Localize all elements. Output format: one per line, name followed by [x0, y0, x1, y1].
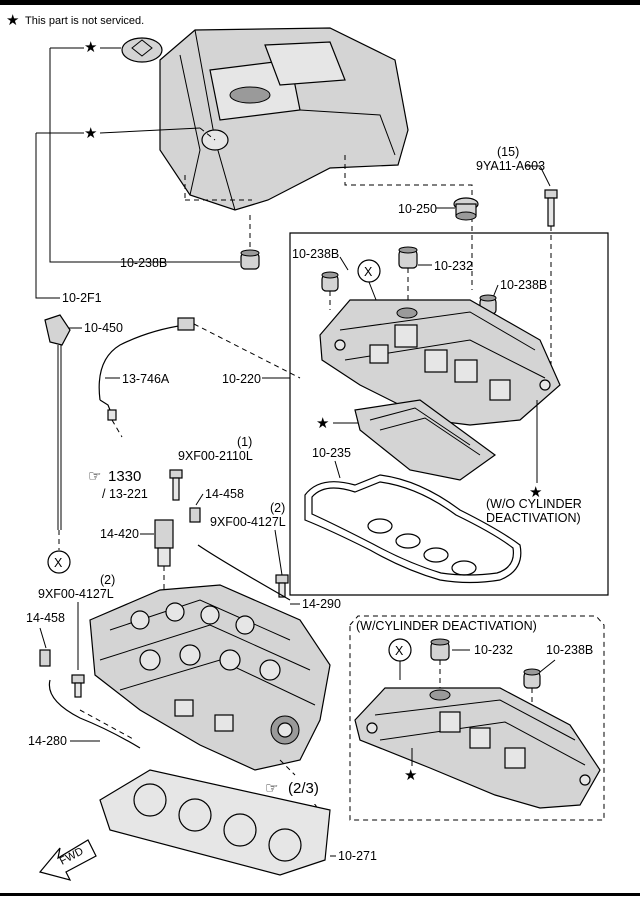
wcd-grommet-right	[523, 668, 541, 689]
label-10-235: 10-235	[312, 446, 351, 460]
pcv-hose	[98, 317, 195, 421]
cylinder-head-gasket	[99, 769, 331, 876]
separator-star-icon: ★	[316, 415, 329, 432]
x-marker-top-label: X	[364, 265, 373, 279]
label-1: (1)	[237, 435, 252, 449]
ref-hand-icon: ☞	[88, 468, 101, 485]
label-1330: 1330	[108, 468, 141, 485]
label-2-left: (2)	[100, 573, 115, 587]
with-deactivation-frame	[349, 615, 605, 821]
oil-separator-plate	[354, 399, 497, 481]
label-10-238b-bot: 10-238B	[546, 643, 593, 657]
oring-top	[189, 507, 201, 523]
solenoid-bolt	[169, 469, 183, 501]
oring-left	[39, 649, 51, 667]
wcd-grommet-center	[430, 638, 450, 661]
bottom-rule	[0, 893, 640, 896]
ref-hand-icon-2: ☞	[265, 780, 278, 797]
label-13-221: / 13-221	[102, 487, 148, 501]
top-rule	[0, 0, 640, 5]
label-10-250: 10-250	[398, 202, 437, 216]
cylinder-head-cover-w	[354, 687, 601, 809]
cover-bolt	[544, 189, 558, 227]
x-marker-dipstick-label: X	[54, 556, 63, 570]
label-10-238b-cover: 10-238B	[120, 256, 167, 270]
label-10-220: 10-220	[222, 372, 261, 386]
head-cover-grommet-left	[321, 271, 339, 292]
fwd-arrow-icon	[38, 839, 97, 881]
oil-dipstick	[44, 314, 71, 530]
cover-cap-top	[121, 37, 163, 63]
x-marker-bottom-label: X	[395, 644, 404, 658]
oil-control-solenoid	[154, 519, 174, 567]
legend-star-icon: ★	[6, 12, 19, 29]
wcd-star-icon: ★	[404, 767, 417, 784]
head-cover-grommet-right	[479, 294, 497, 315]
engine-cover	[159, 27, 409, 211]
label-13-746a: 13-746A	[122, 372, 170, 386]
label-10-271: 10-271	[338, 849, 377, 863]
label-14-458-left: 14-458	[26, 611, 65, 625]
label-10-232-bot: 10-232	[474, 643, 513, 657]
head-cover-grommet-center	[398, 246, 418, 269]
cover-star-icon: ★	[84, 125, 97, 142]
label-9xf00-2110l: 9XF00-2110L	[178, 449, 253, 463]
oil-filler-cap	[453, 197, 479, 221]
label-9ya11-a603: 9YA11-A603	[476, 159, 545, 173]
cylinder-head-cover-wo	[319, 299, 561, 426]
wo-star-icon: ★	[529, 484, 542, 501]
pipe-bolt-top	[275, 574, 289, 598]
label-10-232-top: 10-232	[434, 259, 473, 273]
cover-grommet	[240, 249, 260, 270]
label-2-3: (2/3)	[288, 780, 319, 797]
label-9xf00-4127l-top: 9XF00-4127L	[210, 515, 286, 529]
label-15: (15)	[497, 145, 519, 159]
label-14-458-top: 14-458	[205, 487, 244, 501]
label-10-450: 10-450	[84, 321, 123, 335]
cap-star-icon: ★	[84, 39, 97, 56]
pipe-bolt-left	[71, 674, 85, 698]
legend-note: This part is not serviced.	[25, 15, 144, 27]
label-wo-cyl-2: DEACTIVATION)	[486, 511, 581, 525]
x-marker-dipstick	[47, 550, 71, 574]
label-10-238b-right: 10-238B	[500, 278, 547, 292]
label-wo-cyl-1: (W/O CYLINDER	[486, 497, 582, 511]
label-14-290: 14-290	[302, 597, 341, 611]
label-2-top: (2)	[270, 501, 285, 515]
label-10-2f1: 10-2F1	[62, 291, 102, 305]
head-cover-frame	[289, 232, 609, 596]
label-14-280: 14-280	[28, 734, 67, 748]
label-9xf00-4127l-left: 9XF00-4127L	[38, 587, 114, 601]
head-cover-gasket	[304, 474, 522, 584]
label-14-420: 14-420	[100, 527, 139, 541]
label-10-238b-top: 10-238B	[292, 247, 339, 261]
label-w-cyl-deactivation: (W/CYLINDER DEACTIVATION)	[356, 619, 537, 633]
oil-pipe	[48, 679, 141, 749]
cylinder-head	[89, 584, 331, 771]
